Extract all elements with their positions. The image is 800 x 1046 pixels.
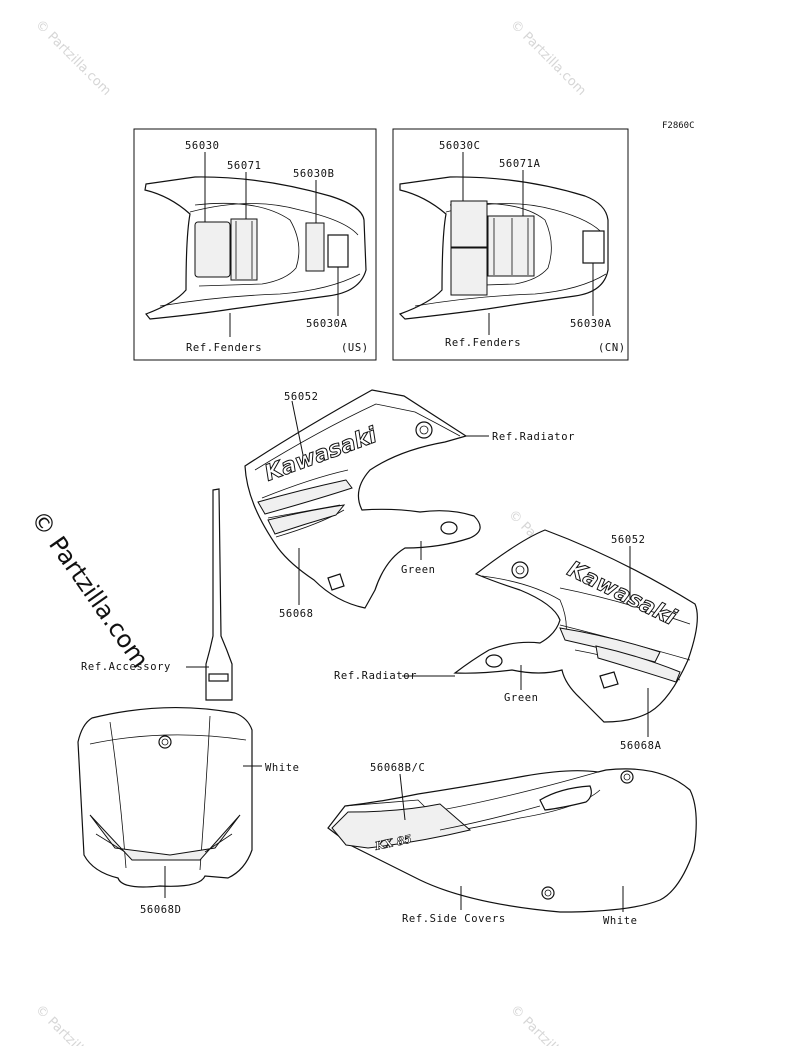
label-white-cover: White xyxy=(603,915,638,927)
shroud-right-body xyxy=(453,529,698,723)
grommet-right xyxy=(599,671,619,689)
label-56052-right: 56052 xyxy=(611,534,646,546)
label-region-cn: (CN) xyxy=(598,342,626,354)
decal-56071 xyxy=(230,218,258,281)
label-white-plate: White xyxy=(265,762,300,774)
side-cover: KX 85 56068B/C Ref.Side Covers White xyxy=(327,762,697,927)
label-56030: 56030 xyxy=(185,140,220,152)
fender-us-inner xyxy=(194,202,300,287)
label-56030c: 56030C xyxy=(439,140,481,152)
decal-56030c-bottom xyxy=(450,247,488,296)
decal-56030a-us xyxy=(327,234,349,268)
label-56071a: 56071A xyxy=(499,158,541,170)
watermark-top-right: © Partzilla.com xyxy=(507,17,589,99)
number-plate-mount xyxy=(205,488,233,701)
label-ref-radiator-left: Ref.Radiator xyxy=(492,431,575,443)
accessory-tab xyxy=(208,673,229,682)
side-cover-bolt-top xyxy=(620,770,634,784)
watermark-top-left: © Partzilla.com xyxy=(32,17,114,99)
label-green-left: Green xyxy=(401,564,436,576)
number-plate: Ref.Accessory White 56068D xyxy=(77,488,300,916)
bolt-hole-left-top xyxy=(415,421,433,439)
label-green-right: Green xyxy=(504,692,539,704)
decal-56071a xyxy=(487,215,535,277)
label-56068: 56068 xyxy=(279,608,314,620)
label-56030a-us: 56030A xyxy=(306,318,348,330)
panel-cn: 56030C 56071A 56030A Ref.Fenders (CN) xyxy=(392,128,629,361)
grommet-left xyxy=(327,573,345,591)
decal-56030 xyxy=(194,221,231,278)
side-cover-vent xyxy=(539,785,592,811)
label-ref-radiator-right: Ref.Radiator xyxy=(334,670,417,682)
decal-56030c-top xyxy=(450,200,488,248)
panel-cn-frame xyxy=(392,128,629,361)
side-cover-bolt-bottom xyxy=(541,886,555,900)
shroud-left: Kawasaki 56052 Ref.Radiator Green 56068 xyxy=(244,389,575,620)
watermark-large: © Partzilla.com xyxy=(25,505,154,673)
panel-us-frame xyxy=(133,128,377,361)
label-56071: 56071 xyxy=(227,160,262,172)
side-cover-body xyxy=(327,768,697,913)
decal-56030a-cn xyxy=(582,230,605,264)
plate-bolt-hole xyxy=(158,735,172,749)
panel-us: 56030 56071 56030B 56030A Ref.Fenders (U… xyxy=(133,128,377,361)
label-56068a: 56068A xyxy=(620,740,662,752)
label-56030a-cn: 56030A xyxy=(570,318,612,330)
label-56068bc: 56068B/C xyxy=(370,762,425,774)
label-ref-accessory: Ref.Accessory xyxy=(81,661,171,673)
label-region-us: (US) xyxy=(341,342,369,354)
shroud-right: Kawasaki 56052 Ref.Radiator Green 56068A xyxy=(334,529,698,752)
bolt-hole-left-mid xyxy=(440,521,458,535)
label-56068d: 56068D xyxy=(140,904,182,916)
bolt-hole-right-mid xyxy=(485,654,503,668)
label-56052-left: 56052 xyxy=(284,391,319,403)
watermark-bottom-left: © Partzilla.com xyxy=(32,1002,114,1046)
label-ref-side-covers: Ref.Side Covers xyxy=(402,913,506,925)
number-plate-body xyxy=(77,706,253,888)
watermark-bottom-right: © Partzilla.com xyxy=(507,1002,589,1046)
label-ref-fenders-us: Ref.Fenders xyxy=(186,342,262,354)
label-ref-fenders-cn: Ref.Fenders xyxy=(445,337,521,349)
shroud-left-body xyxy=(244,389,481,609)
decal-56068d xyxy=(89,814,241,861)
diagram-code: F2860C xyxy=(662,121,695,131)
label-56030b: 56030B xyxy=(293,168,335,180)
decal-56068bc xyxy=(331,803,472,849)
bolt-hole-right-top xyxy=(511,561,529,579)
decal-56030b xyxy=(305,222,325,272)
